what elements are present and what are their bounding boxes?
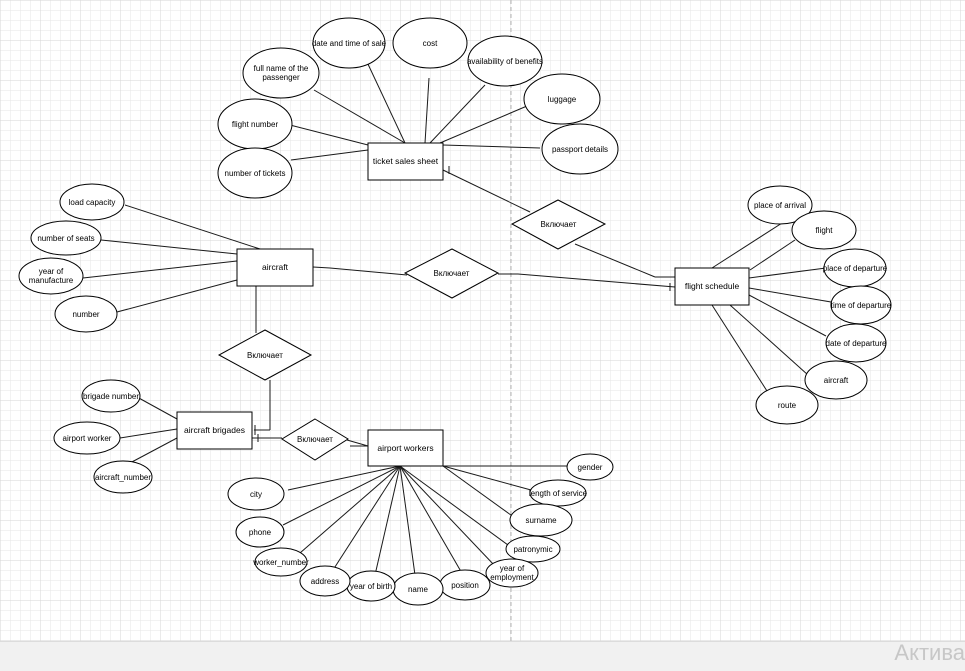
connectors	[82, 61, 832, 576]
attribute-passport[interactable]: passport details	[541, 123, 619, 175]
attribute-number-of-tickets[interactable]: number of tickets	[217, 147, 293, 199]
activation-watermark: Актива	[894, 640, 965, 665]
attribute-time-of-departure[interactable]: time of departure	[830, 285, 892, 325]
attribute-cost[interactable]: cost	[392, 17, 468, 69]
entity-flight-schedule[interactable]: flight schedule	[674, 267, 750, 306]
relationship-ticket-schedule[interactable]: Включает	[510, 199, 607, 250]
attribute-aircraft-number[interactable]: aircraft_number	[93, 460, 153, 494]
relationship-label: Включает	[247, 351, 283, 360]
attribute-route[interactable]: route	[755, 385, 819, 425]
attribute-label: phone	[249, 528, 272, 537]
entity-aircraft-brigades[interactable]: aircraft brigades	[176, 411, 253, 450]
attribute-label: worker_number	[252, 558, 309, 567]
attribute-label: full name of the	[254, 64, 309, 73]
attribute-label: flight number	[232, 120, 279, 129]
attribute-label: load capacity	[69, 198, 116, 207]
relationship-aircraft-schedule[interactable]: Включает	[403, 248, 500, 299]
attribute-label: passenger	[262, 73, 300, 82]
attribute-benefits[interactable]: availability of benefits	[467, 35, 543, 87]
attribute-number-of-seats[interactable]: number of seats	[30, 220, 102, 256]
grid-background	[0, 0, 965, 641]
entity-aircraft[interactable]: aircraft	[236, 248, 314, 287]
attribute-label: flight	[816, 226, 834, 235]
entity-label: aircraft	[262, 262, 289, 272]
attribute-label: luggage	[548, 95, 577, 104]
attribute-patronymic[interactable]: patronymic	[505, 535, 561, 563]
relationship-label: Включает	[541, 220, 577, 229]
entity-ticket-sales-sheet[interactable]: ticket sales sheet	[367, 142, 444, 181]
attribute-load-capacity[interactable]: load capacity	[59, 183, 125, 221]
attribute-label: time of departure	[831, 301, 892, 310]
attribute-date-of-departure[interactable]: date of departure	[825, 323, 887, 363]
entity-label: ticket sales sheet	[373, 156, 439, 166]
attribute-label: employment	[490, 573, 534, 582]
attribute-full-name[interactable]: full name of the passenger	[242, 47, 320, 99]
attribute-luggage[interactable]: luggage	[523, 73, 601, 125]
attribute-flight-number[interactable]: flight number	[217, 98, 293, 150]
attribute-label: year of	[39, 267, 64, 276]
attribute-label: route	[778, 401, 797, 410]
attribute-place-of-departure[interactable]: place of departure	[823, 248, 888, 288]
attribute-date-time-sale[interactable]: date and time of sale	[312, 17, 387, 69]
attribute-fs-aircraft[interactable]: aircraft	[804, 360, 868, 400]
attribute-label: city	[250, 490, 262, 499]
attribute-label: surname	[525, 516, 557, 525]
attribute-gender[interactable]: gender	[566, 453, 614, 481]
attribute-brigade-number[interactable]: brigade number	[81, 379, 141, 413]
attribute-label: number of tickets	[225, 169, 286, 178]
attribute-label: position	[451, 581, 479, 590]
attribute-label: aircraft	[824, 376, 849, 385]
attribute-position[interactable]: position	[439, 569, 491, 601]
relationship-label: Включает	[297, 435, 333, 444]
attribute-label: place of arrival	[754, 201, 806, 210]
attribute-label: cost	[423, 39, 438, 48]
attribute-year-of-birth[interactable]: year of birth	[346, 570, 396, 602]
attribute-airport-worker[interactable]: airport worker	[53, 421, 121, 455]
relationship-brigades-workers[interactable]: Включает	[281, 418, 349, 461]
attribute-worker-number[interactable]: worker_number	[252, 547, 309, 577]
status-bar	[0, 641, 965, 671]
attribute-place-of-arrival[interactable]: place of arrival	[747, 185, 813, 225]
attribute-label: year of	[500, 564, 525, 573]
attribute-label: patronymic	[513, 545, 552, 554]
attribute-label: brigade number	[83, 392, 139, 401]
attribute-year-of-employment[interactable]: year of employment	[485, 558, 539, 588]
entity-label: airport workers	[377, 443, 433, 453]
attribute-label: date and time of sale	[312, 39, 387, 48]
attribute-label: availability of benefits	[467, 57, 543, 66]
attribute-label: number	[72, 310, 99, 319]
relationship-label: Включает	[434, 269, 470, 278]
attribute-flight[interactable]: flight	[791, 210, 857, 250]
attribute-label: gender	[578, 463, 603, 472]
attribute-label: place of departure	[823, 264, 888, 273]
attribute-label: number of seats	[37, 234, 94, 243]
attribute-phone[interactable]: phone	[235, 516, 285, 548]
entity-label: aircraft brigades	[184, 425, 245, 435]
attribute-label: passport details	[552, 145, 608, 154]
attribute-year-of-manufacture[interactable]: year of manufacture	[18, 257, 84, 295]
attribute-surname[interactable]: surname	[509, 503, 573, 537]
attribute-label: date of departure	[826, 339, 887, 348]
entity-label: flight schedule	[685, 281, 740, 291]
attribute-label: manufacture	[29, 276, 74, 285]
attribute-address[interactable]: address	[299, 565, 351, 597]
attribute-label: length of service	[529, 489, 588, 498]
attribute-label: year of birth	[350, 582, 392, 591]
attribute-label: aircraft_number	[95, 473, 151, 482]
relationship-aircraft-brigades[interactable]: Включает	[217, 329, 313, 381]
attribute-length-of-service[interactable]: length of service	[529, 479, 588, 507]
attribute-label: address	[311, 577, 339, 586]
attribute-name[interactable]: name	[392, 572, 444, 606]
attribute-number[interactable]: number	[54, 295, 118, 333]
entity-airport-workers[interactable]: airport workers	[367, 429, 444, 467]
attribute-city[interactable]: city	[227, 477, 285, 511]
attribute-label: name	[408, 585, 429, 594]
attribute-label: airport worker	[63, 434, 112, 443]
